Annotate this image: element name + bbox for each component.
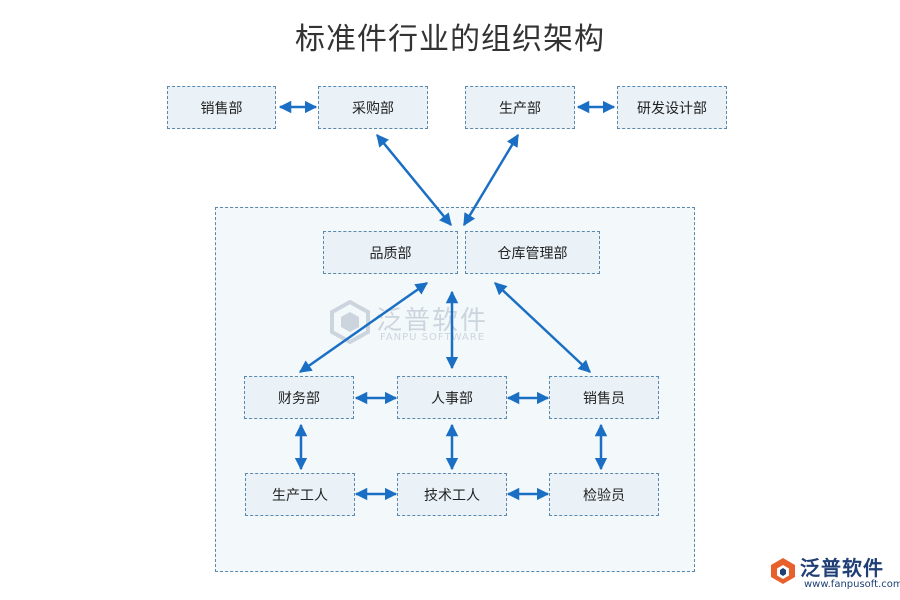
arrow-quality-finance xyxy=(298,281,429,374)
node-salesperson: 销售员 xyxy=(549,376,659,419)
watermark-en-text: FANPU SOFTWARE xyxy=(380,332,486,343)
arrow-production-internal xyxy=(462,133,520,227)
logo-cn-text: 泛普软件 xyxy=(800,556,884,580)
node-warehouse-dept: 仓库管理部 xyxy=(465,231,600,274)
diagram-title: 标准件行业的组织架构 xyxy=(295,22,605,57)
fanpu-logo-icon xyxy=(771,558,795,584)
node-rd-dept: 研发设计部 xyxy=(617,86,727,129)
node-production-dept: 生产部 xyxy=(465,86,575,129)
arrow-warehouse-salesperson xyxy=(494,282,591,373)
arrow-purchase-internal xyxy=(376,134,452,226)
node-hr-dept: 人事部 xyxy=(397,376,507,419)
logo-url-text: www.fanpusoft.com xyxy=(804,579,900,590)
node-finance-dept: 财务部 xyxy=(244,376,354,419)
node-purchase-dept: 采购部 xyxy=(318,86,428,129)
node-sales-dept: 销售部 xyxy=(167,86,276,129)
node-tech-worker: 技术工人 xyxy=(397,473,507,516)
node-production-worker: 生产工人 xyxy=(245,473,355,516)
node-inspector: 检验员 xyxy=(549,473,659,516)
node-quality-dept: 品质部 xyxy=(323,231,458,274)
brand-logo: 泛普软件 www.fanpusoft.com xyxy=(768,552,900,596)
